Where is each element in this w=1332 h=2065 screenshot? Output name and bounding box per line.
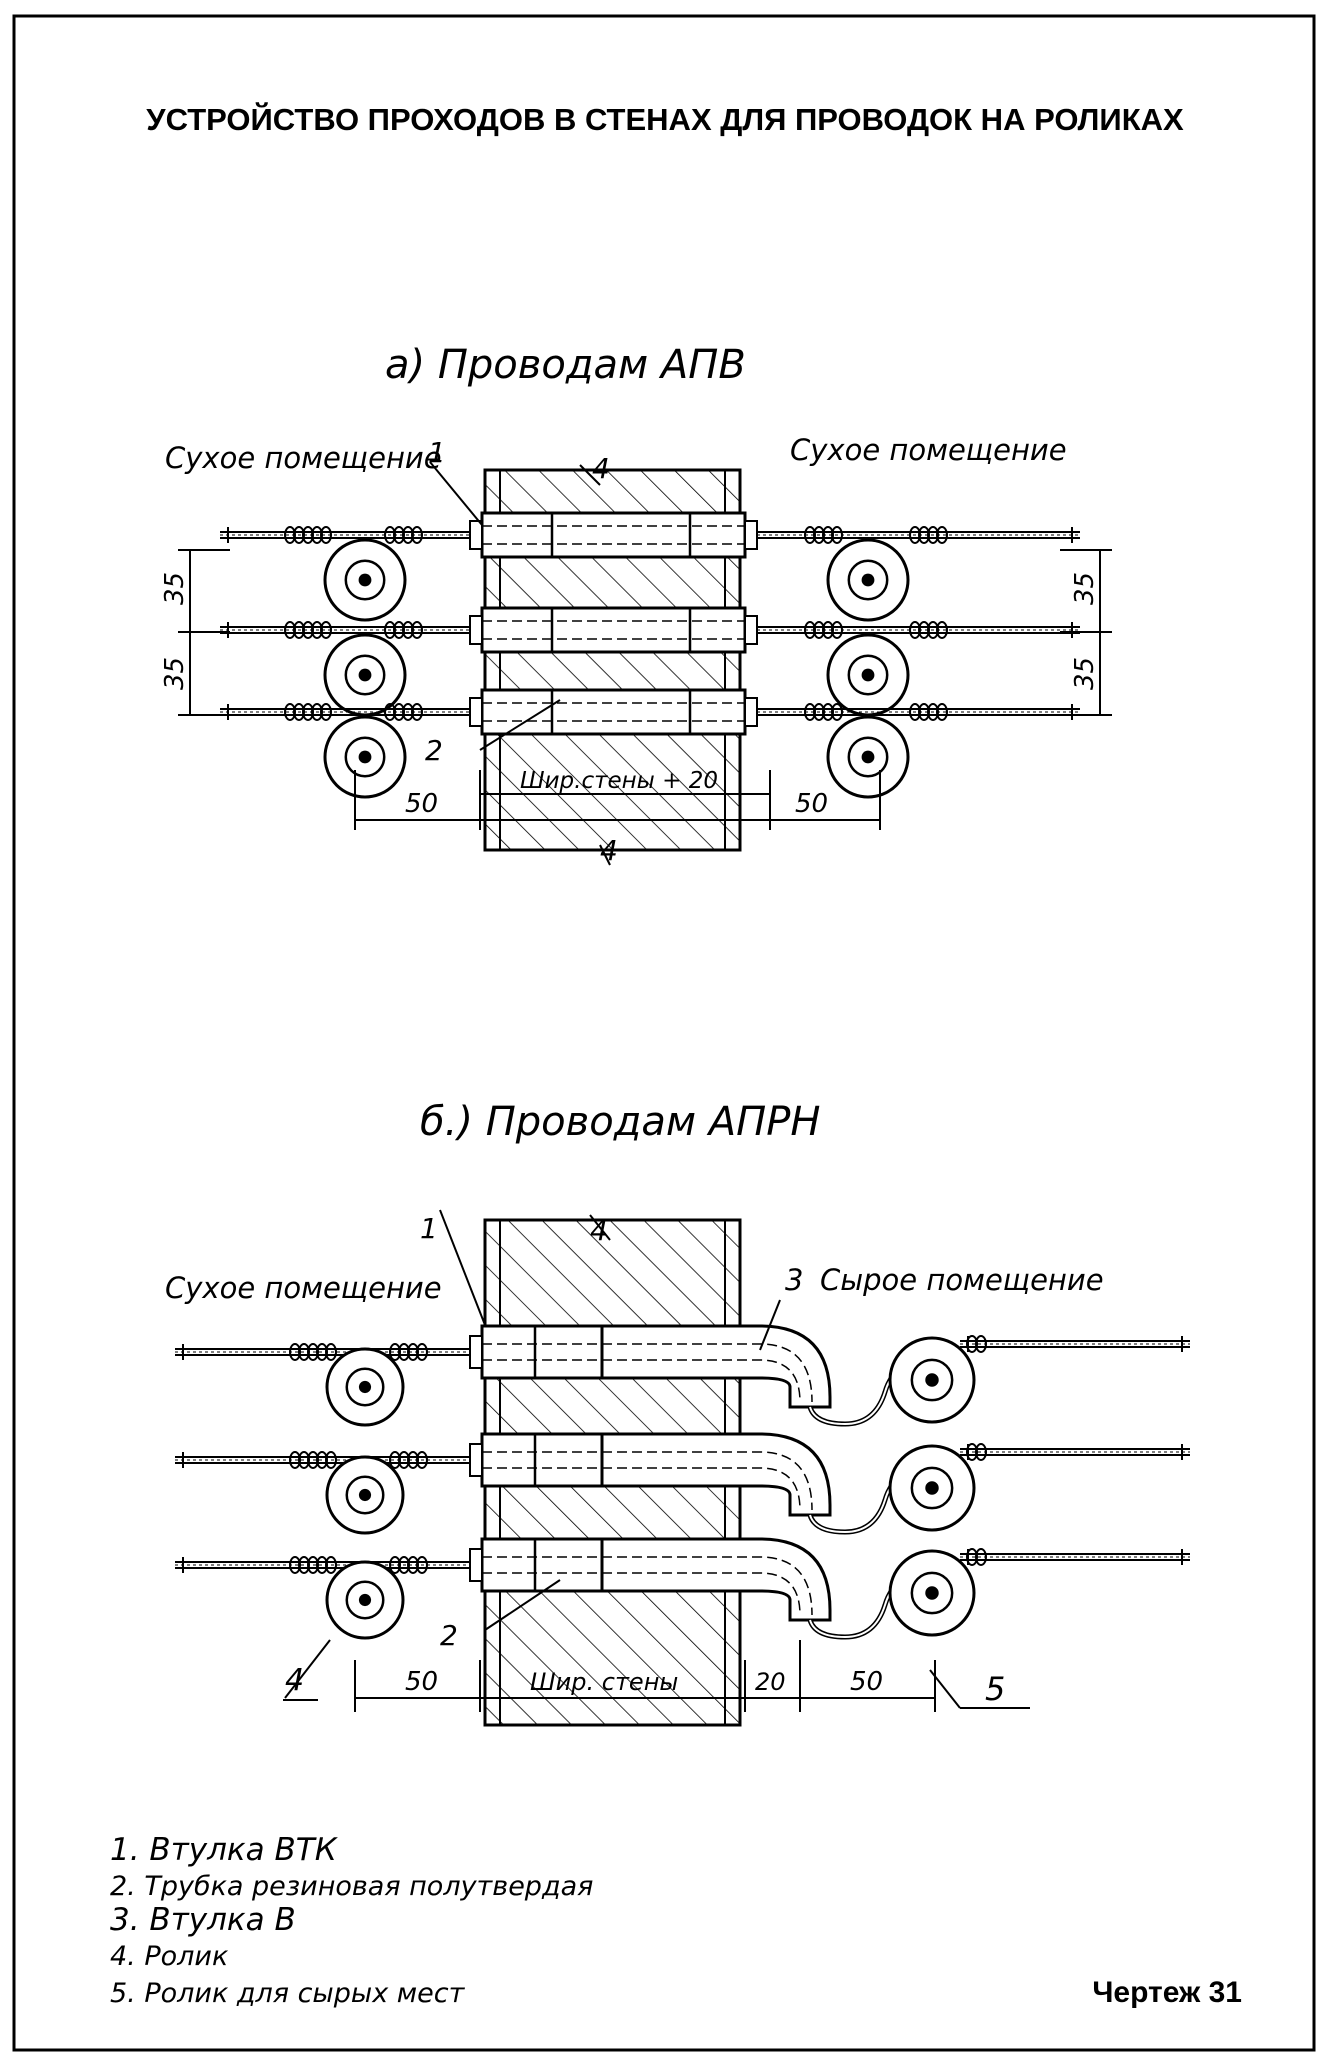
- section-a-bushing: [480, 606, 747, 654]
- section-b-roller-dry: [325, 1560, 405, 1640]
- section-b-sleeve: [600, 1324, 832, 1409]
- section-b-callout-4: 4: [285, 1663, 304, 1698]
- section-a-diagram: а) Проводам АПВ Сухое помещение Сухое по…: [160, 342, 1112, 867]
- section-a-callout-4-bottom: 4: [600, 834, 618, 867]
- section-b-heading: б.) Проводам АПРН: [420, 1099, 820, 1145]
- section-b-roller-dry: [325, 1347, 405, 1427]
- section-a-roller-left: [323, 633, 407, 717]
- section-a-dim-50-left: 50: [405, 789, 438, 819]
- sheet-frame: [12, 14, 1316, 2052]
- section-b-sleeve: [600, 1432, 832, 1517]
- section-b-callout-1: 1: [420, 1212, 438, 1245]
- legend-item-5: 5. Ролик для сырых мест: [110, 1978, 466, 2009]
- section-b-callout-4-wall: 4: [590, 1214, 608, 1247]
- section-a-bushing: [480, 511, 747, 559]
- legend-item-4: 4. Ролик: [110, 1941, 229, 1972]
- section-a-left-room-label: Сухое помещение: [165, 441, 442, 475]
- section-a-row: [220, 606, 1080, 717]
- section-a-bushing: [480, 688, 747, 736]
- section-b-roller-damp: [888, 1336, 976, 1424]
- section-b-callout-2: 2: [440, 1619, 458, 1652]
- section-b-roller-damp: [888, 1444, 976, 1532]
- section-a-dim-wall-width: Шир.стены + 20: [520, 768, 718, 794]
- section-b-callout-5: 5: [985, 1670, 1005, 1708]
- section-b-callout-3: 3: [785, 1263, 803, 1297]
- section-a-dim-50-right: 50: [795, 789, 828, 819]
- section-b-bushing: [480, 1324, 604, 1380]
- section-b-roller-damp: [888, 1549, 976, 1637]
- section-a-wire-rows: [220, 511, 1080, 799]
- section-a-row: [220, 511, 1080, 622]
- section-a-dim-35-right-lower: 35: [1070, 657, 1100, 690]
- section-b-dimensions: [284, 1209, 1030, 1712]
- section-b-dim-50-right: 50: [850, 1667, 883, 1697]
- section-a-dim-35-left-lower: 35: [160, 657, 190, 690]
- section-b-row: [175, 1324, 1190, 1427]
- page-title: УСТРОЙСТВО ПРОХОДОВ В СТЕНАХ ДЛЯ ПРОВОДО…: [146, 101, 1184, 137]
- section-a-callout-2: 2: [425, 734, 443, 767]
- section-a-dimensions: [178, 461, 1112, 866]
- section-a-dim-35-right-upper: 35: [1070, 572, 1100, 605]
- section-b-diagram: б.) Проводам АПРН Сухое помещение Сырое …: [165, 1099, 1190, 1727]
- drawing-number: Чертеж 31: [1092, 1976, 1242, 2009]
- section-b-sleeve: [600, 1537, 832, 1622]
- section-b-bushing: [480, 1537, 604, 1593]
- section-a-roller-left: [323, 715, 407, 799]
- section-a-callout-4-top: 4: [592, 452, 610, 485]
- section-b-bushing: [480, 1432, 604, 1488]
- legend-item-3: 3. Втулка В: [110, 1902, 296, 1938]
- section-b-row: [175, 1432, 1190, 1535]
- section-a-heading: а) Проводам АПВ: [385, 342, 746, 388]
- section-a-roller-right: [826, 715, 910, 799]
- section-b-dim-20: 20: [755, 1668, 786, 1696]
- section-b-roller-dry: [325, 1455, 405, 1535]
- section-a-row: [220, 688, 1080, 799]
- section-b-dim-50-left: 50: [405, 1667, 438, 1697]
- section-b-left-room-label: Сухое помещение: [165, 1271, 442, 1305]
- section-a-roller-left: [323, 538, 407, 622]
- legend-item-2: 2. Трубка резиновая полутвердая: [110, 1871, 593, 1902]
- section-b-dim-wall-width: Шир. стены: [530, 1668, 678, 1696]
- section-a-roller-right: [826, 538, 910, 622]
- section-b-wire-rows: [175, 1324, 1190, 1640]
- section-b-right-room-label: Сырое помещение: [820, 1263, 1104, 1297]
- section-a-dim-35-left-upper: 35: [160, 572, 190, 605]
- legend: 1. Втулка ВТК 2. Трубка резиновая полутв…: [110, 1832, 593, 2009]
- section-a-right-room-label: Сухое помещение: [790, 433, 1067, 467]
- section-b-row: [175, 1537, 1190, 1640]
- section-a-callout-1: 1: [428, 436, 446, 469]
- section-a-roller-right: [826, 633, 910, 717]
- legend-item-1: 1. Втулка ВТК: [110, 1832, 339, 1868]
